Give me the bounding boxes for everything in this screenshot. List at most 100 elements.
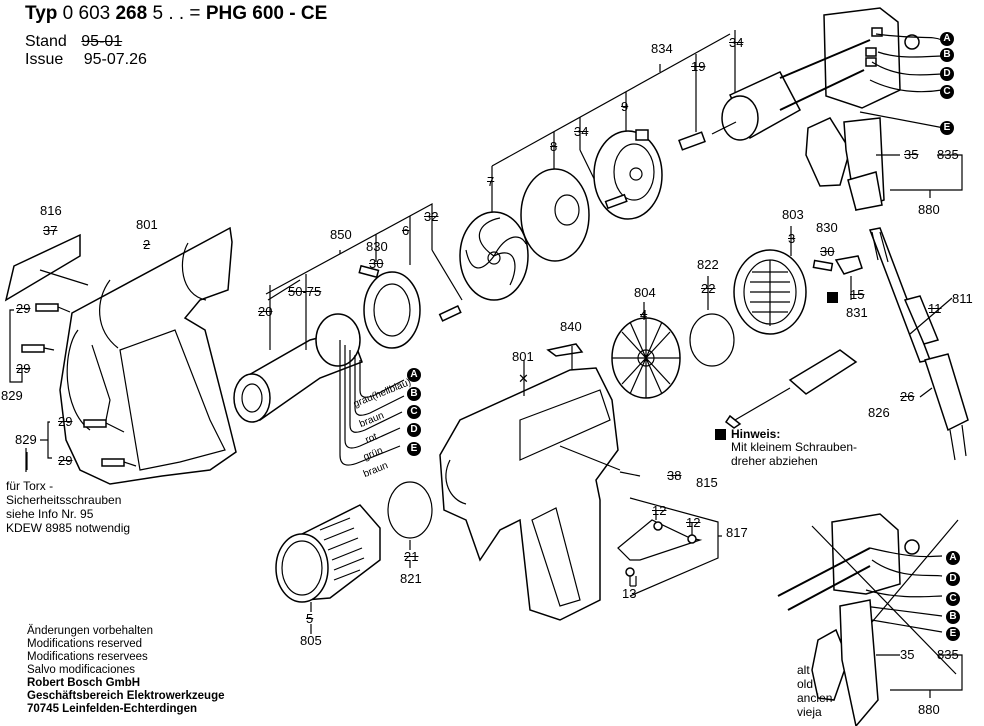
switch-top-marker-2: B [940,48,954,62]
part-label-835-top: 835 [937,147,959,162]
part-qty-817-2: 12 [686,515,701,530]
part-qty-803: 3 [788,231,796,246]
wire-marker-b: B [407,387,421,401]
part-label-811: 811 [952,291,973,306]
screw-group-829-top [21,303,71,353]
type-number: 0 603 [62,3,111,24]
heating-element-850 [233,271,421,423]
part-label-805: 805 [300,633,322,648]
footer-company: Robert Bosch GmbH [27,677,141,689]
part-qty-34-a: 34 [574,124,589,139]
part-label-822: 822 [697,257,719,272]
part-qty-801-right: ✕ [518,371,529,386]
part-qty-815: 38 [667,468,682,483]
switch-top-marker-1: A [940,32,954,46]
nozzle-805 [275,504,381,603]
part-qty-835-top: 35 [904,147,919,162]
motor [711,71,802,141]
issue-label: Issue [25,51,64,68]
part-qty-7: 7 [487,174,495,189]
fan-impeller [459,211,529,301]
part-qty-6: 6 [402,223,410,238]
wire-marker-d: D [407,423,421,437]
footer-address: 70745 Leinfelden-Echterdingen [27,703,197,715]
switch-top-marker-3: D [940,67,954,81]
part-qty-830-left: 30 [369,256,384,271]
part-qty-805: 5 [306,611,314,626]
wire-marker-c: C [407,405,421,419]
part-label-817: 817 [726,525,748,540]
part-label-850: 850 [330,227,352,242]
hint-marker-square [827,292,838,303]
footer-line-fr: Modifications reservees [27,651,148,663]
part-qty-817-1: 12 [652,503,667,518]
old-version-note: alt old ancien vieja [797,663,833,719]
part-qty-20: 20 [258,304,273,319]
part-qty-821: 21 [404,549,419,564]
footer-line-en: Modifications reserved [27,638,143,650]
part-label-826: 826 [868,405,890,420]
switch-assembly-bottom [777,513,959,726]
hint-title: Hinweis: [731,427,781,441]
issue-row: Issue 95-07.26 [25,52,147,68]
screw-group-829-bottom [83,419,137,467]
part-qty-8: 8 [550,139,558,154]
switch-bottom-marker-3: C [946,592,960,606]
housing-right-half [439,367,619,621]
part-qty-826: 26 [900,389,915,404]
issue-value: 95-07.26 [83,51,147,68]
retaining-ring-821 [387,481,433,539]
wire-bundle [339,340,405,466]
type-heading: Typ 0 603 268 5 . . = PHG 600 - CE [25,4,327,23]
power-cable [868,227,969,461]
screwdriver [724,349,858,429]
stand-label: Stand [25,33,67,50]
part-label-801-left: 801 [136,217,158,232]
part-label-880-bottom: 880 [918,702,940,717]
part-label-816: 816 [40,203,62,218]
part-label-840: 840 [560,319,582,334]
switch-top-marker-5: E [940,121,954,135]
part-label-801-right: 801 [512,349,534,364]
stand-value: 95-01 [81,33,123,50]
footer-line-es: Salvo modificaciones [27,664,136,676]
footer-line-de: Änderungen vorbehalten [27,625,153,637]
part-label-880-top: 880 [918,202,940,217]
stand-row: Stand 95-01 [25,34,122,50]
part-label-13: 13 [622,586,637,601]
hint-text: Mit kleinem Schrauben- dreher abziehen [731,440,858,468]
type-prefix: Typ [25,3,58,24]
part-qty-811: 11 [928,301,942,316]
switch-bottom-marker-1: A [946,551,960,565]
part-qty-822: 22 [701,281,716,296]
part-qty-829-b2: 29 [58,453,73,468]
switch-assembly-top [779,7,945,212]
switch-top-marker-4: C [940,85,954,99]
part-qty-34-b: 34 [729,35,744,50]
grille-804 [611,317,681,399]
part-qty-831: 15 [850,287,865,302]
part-qty-801-left: 2 [143,237,151,252]
model-name: PHG 600 - CE [205,3,328,24]
housing-left-half [59,226,237,485]
part-qty-830-right: 30 [820,244,835,259]
wire-marker-a: A [407,368,421,382]
part-qty-829-b1: 29 [58,414,73,429]
label-strip-816 [4,233,81,302]
part-label-829-b: 829 [15,432,37,447]
torx-note: für Torx - Sicherheitsschrauben siehe In… [6,479,131,535]
end-cap-803 [733,249,807,335]
footer-division: Geschäftsbereich Elektrowerkzeuge [27,690,225,702]
switch-bottom-marker-4: B [946,610,960,624]
type-number-bold: 268 [115,3,148,24]
part-label-835-bottom: 835 [937,647,959,662]
fan-disc [520,168,590,262]
part-qty-9: 9 [621,99,629,114]
part-label-815: 815 [696,475,718,490]
part-label-829-a: 829 [1,388,23,403]
hint-square-icon [715,429,726,440]
part-label-834: 834 [651,41,673,56]
switch-bottom-marker-2: D [946,572,960,586]
